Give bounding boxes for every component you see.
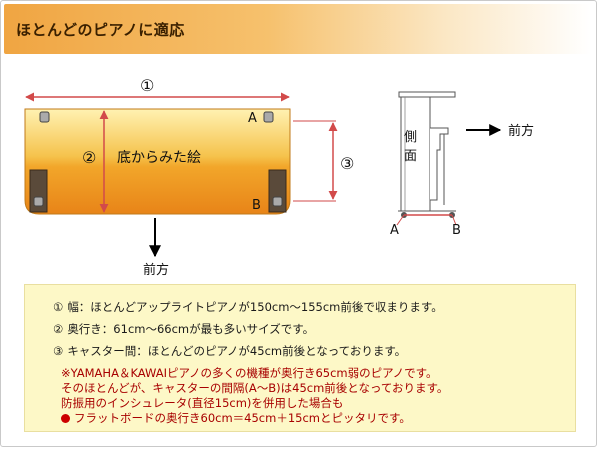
note-line-last: フラットボードの奥行き60cm＝45cm＋15cmとピッタリです。: [61, 410, 411, 426]
info-item-text: 幅：ほとんどアップライトピアノが150cm～155cm前後で収まります。: [67, 300, 443, 314]
header-bar: ほとんどのピアノに適応: [4, 4, 591, 54]
note-text: フラットボードの奥行き60cm＝45cm＋15cmとピッタリです。: [74, 411, 411, 425]
note-line: 防振用のインシュレータ(直径15cm)を併用した場合も: [61, 396, 344, 410]
bullet-icon: [61, 414, 70, 423]
bottom-view-label: 底からみた絵: [117, 150, 201, 166]
note-line: ※YAMAHA＆KAWAIピアノの多くの機種が奥行き65cm弱のピアノです。: [61, 366, 438, 380]
info-item-number: ①: [53, 300, 64, 314]
side-label-top: 側: [404, 130, 417, 145]
page-title: ほとんどのピアノに適応: [16, 21, 185, 39]
side-front-label: 前方: [508, 123, 534, 139]
info-item-text: 奥行き：61cm～66cmが最も多いサイズです。: [67, 322, 315, 336]
front-label: 前方: [143, 262, 169, 278]
side-label-bottom: 面: [404, 149, 417, 164]
info-item-text: キャスター間：ほとんどのピアノが45cm前後となっております。: [67, 344, 407, 358]
info-item-number: ②: [53, 322, 64, 336]
note-line: そのほとんどが、キャスターの間隔(A～B)は45cm前後となっております。: [61, 381, 449, 395]
caster-a-label: A: [248, 111, 257, 126]
caster-right-front: [263, 111, 274, 123]
caster-b-label: B: [252, 198, 261, 213]
caster-marker: ③: [340, 154, 354, 173]
side-b-label: B: [452, 223, 461, 238]
piano-side-view: [396, 91, 457, 226]
side-a-label: A: [390, 223, 399, 238]
depth-marker: ②: [82, 148, 96, 167]
caster-left-front: [39, 111, 50, 123]
piano-bottom-view: [24, 108, 291, 215]
width-marker: ①: [140, 76, 154, 95]
info-item-number: ③: [53, 344, 64, 358]
